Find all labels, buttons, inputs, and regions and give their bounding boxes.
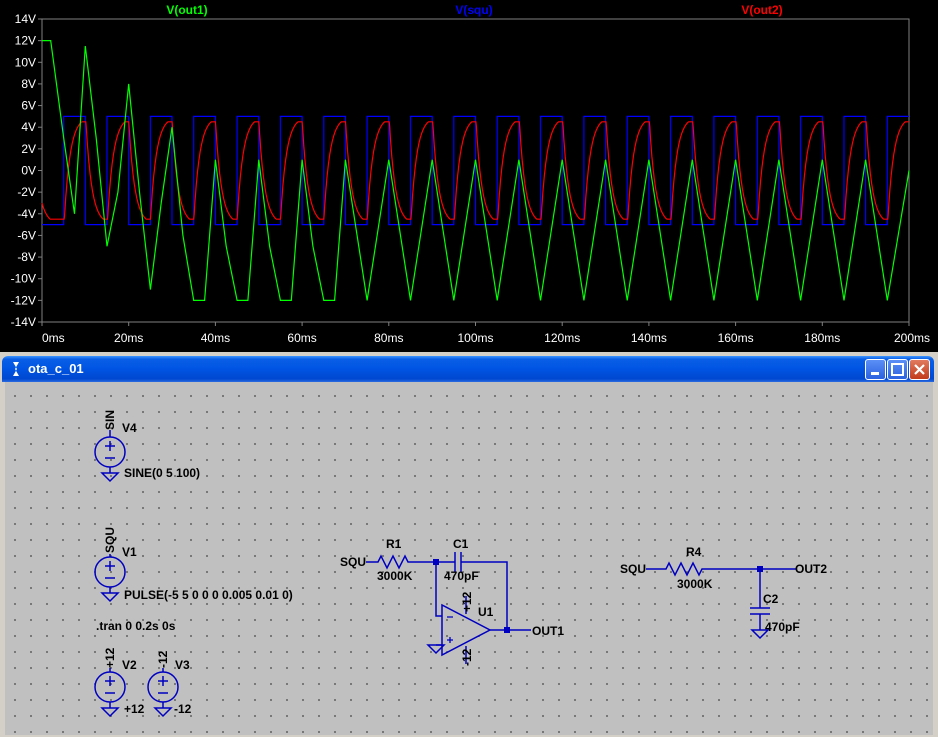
y-tick-label: -8V	[17, 250, 36, 264]
voltage-source-v3[interactable]: -12 V3 -12	[147, 650, 192, 717]
minimize-button[interactable]	[865, 359, 886, 380]
x-tick-label: 0ms	[42, 331, 65, 345]
legend-out2[interactable]: V(out2)	[741, 3, 782, 17]
junction-dot	[504, 627, 510, 633]
legend-out1[interactable]: V(out1)	[166, 3, 207, 17]
trace-v-out1	[42, 39, 910, 301]
r4-name: R4	[686, 545, 702, 559]
y-tick-label: 12V	[15, 34, 36, 48]
x-tick-label: 100ms	[457, 331, 493, 345]
feedback-wire	[435, 562, 442, 646]
y-tick-label: 6V	[21, 99, 36, 113]
y-tick-label: -12V	[11, 293, 36, 307]
traces	[41, 39, 910, 301]
maximize-button[interactable]	[887, 359, 908, 380]
c1-value: 470pF	[444, 569, 479, 583]
x-tick-label: 200ms	[894, 331, 930, 345]
v2-ground-label: +12	[124, 702, 145, 716]
x-tick-label: 160ms	[718, 331, 754, 345]
voltage-source-v1[interactable]: SQU V1 PULSE(-5 5 0 0 0 0.005 0.01 0)	[94, 527, 293, 602]
tran-directive[interactable]: .tran 0 0.2s 0s	[96, 619, 176, 633]
v4-value: SINE(0 5 100)	[124, 466, 200, 480]
u1-vminus-label: -12	[460, 648, 474, 666]
v3-net-label: -12	[156, 650, 170, 668]
close-icon	[914, 364, 925, 375]
r4-value: 3000K	[677, 577, 713, 591]
c1-name: C1	[453, 537, 469, 551]
v2-name: V2	[122, 658, 137, 672]
out1-label: OUT1	[532, 624, 564, 638]
v3-name: V3	[175, 658, 190, 672]
integrator-circuit: SQU R1 3000K C1 470pF	[340, 537, 564, 666]
voltage-source-v2[interactable]: +12 V2 +12	[94, 647, 145, 717]
schematic-canvas[interactable]: SIN V4 SINE(0 5 100) SQU V1 PULSE(-5 5 0…	[5, 382, 933, 735]
trace-v-out2	[41, 121, 909, 220]
r1-value: 3000K	[377, 569, 413, 583]
y-tick-label: -6V	[17, 228, 36, 242]
v1-value: PULSE(-5 5 0 0 0 0.005 0.01 0)	[124, 588, 293, 602]
capacitor-c1[interactable]: C1 470pF	[436, 537, 508, 631]
c2-name: C2	[763, 592, 779, 606]
v1-name: V1	[122, 545, 137, 559]
x-tick-label: 60ms	[287, 331, 316, 345]
x-tick-label: 180ms	[804, 331, 840, 345]
maximize-icon	[891, 363, 904, 376]
y-tick-label: -4V	[17, 207, 36, 221]
y-tick-label: 8V	[21, 77, 36, 91]
v4-name: V4	[122, 421, 137, 435]
r1-name: R1	[386, 537, 402, 551]
y-tick-label: 10V	[15, 55, 36, 69]
v1-net-label: SQU	[103, 527, 117, 553]
resistor-r1[interactable]: R1 3000K	[366, 537, 436, 583]
window-title: ota_c_01	[28, 361, 84, 376]
y-tick-label: 0V	[21, 164, 36, 178]
u1-vplus-label: +12	[460, 591, 474, 612]
c2-value: 470pF	[765, 620, 800, 634]
y-tick-label: 14V	[15, 12, 36, 26]
voltage-source-v4[interactable]: SIN V4 SINE(0 5 100)	[94, 410, 200, 482]
x-tick-label: 40ms	[201, 331, 230, 345]
x-tick-labels: 0ms 20ms 40ms 60ms 80ms 100ms 120ms 140ms 160ms 1…	[41, 322, 930, 345]
capacitor-c2[interactable]: C2 470pF	[750, 569, 800, 639]
y-tick-label: 4V	[21, 120, 36, 134]
y-tick-label: -10V	[11, 272, 36, 286]
schematic-window: ota_c_01	[0, 352, 938, 737]
window-titlebar[interactable]: ota_c_01	[2, 356, 934, 382]
rc-circuit: SQU R4 3000K C2 470pF OUT2	[620, 545, 827, 639]
x-tick-label: 120ms	[544, 331, 580, 345]
minimize-icon	[871, 372, 879, 375]
resistor-r4[interactable]: R4 3000K	[646, 545, 796, 591]
y-tick-label: -2V	[17, 185, 36, 199]
trace-v-squ	[42, 115, 909, 226]
v3-ground-label: -12	[174, 702, 192, 716]
x-tick-label: 140ms	[631, 331, 667, 345]
waveform-plot[interactable]: 14V 12V 10V 8V 6V 4V 2V 0V -2V -4V -6V -8V -10V -12V -…	[0, 0, 938, 352]
ltspice-app-icon	[13, 362, 19, 376]
v4-net-label: SIN	[103, 410, 117, 430]
out2-label: OUT2	[795, 562, 827, 576]
opamp-u1[interactable]: +12 -12 U1	[441, 591, 531, 666]
close-button[interactable]	[909, 359, 930, 380]
legend-squ[interactable]: V(squ)	[455, 3, 492, 17]
x-tick-label: 80ms	[374, 331, 403, 345]
x-tick-label: 20ms	[114, 331, 143, 345]
y-tick-label: -14V	[11, 315, 36, 329]
v2-net-label: +12	[103, 647, 117, 668]
y-tick-label: 2V	[21, 142, 36, 156]
y-tick-labels: 14V 12V 10V 8V 6V 4V 2V 0V -2V -4V -6V -8V -10V -12V -…	[11, 12, 42, 329]
r1-input-label: SQU	[340, 555, 366, 569]
r4-input-label: SQU	[620, 562, 646, 576]
u1-name: U1	[478, 605, 494, 619]
